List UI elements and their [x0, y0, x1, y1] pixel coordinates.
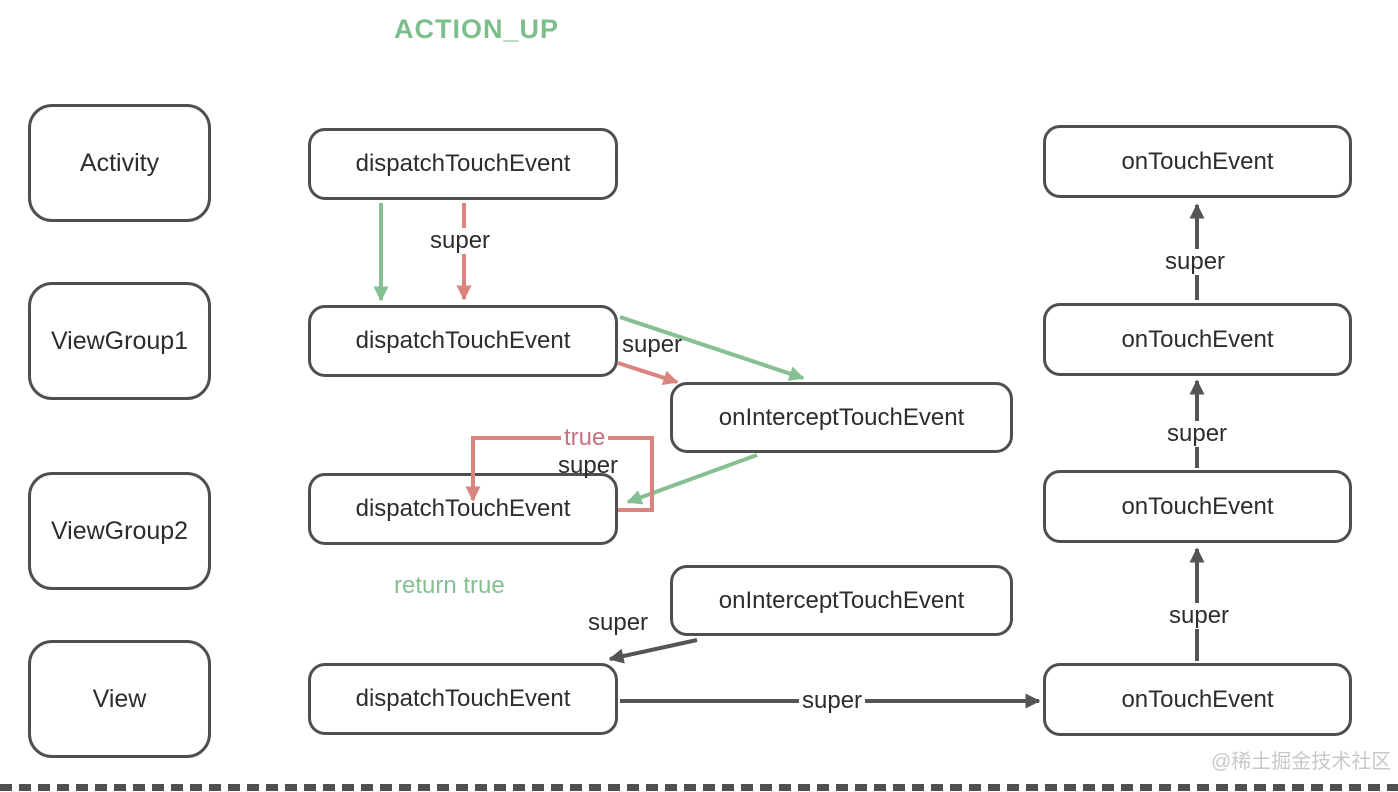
- node-dispatch-activity-label: dispatchTouchEvent: [355, 150, 571, 177]
- node-intercept-viewgroup2: onInterceptTouchEvent: [670, 565, 1013, 636]
- node-intercept-viewgroup2-label: onInterceptTouchEvent: [718, 586, 965, 614]
- edge-vg1-dispatch-to-intercept-super-arrow: [617, 361, 679, 386]
- node-dispatch-view: dispatchTouchEvent: [308, 663, 618, 735]
- node-ontouch-viewgroup1-label: onTouchEvent: [1121, 325, 1274, 353]
- node-dispatch-viewgroup2: dispatchTouchEvent: [308, 473, 618, 545]
- node-viewgroup1: ViewGroup1: [28, 282, 211, 400]
- edge-intercept2-to-view-dispatch-arrow: [608, 638, 698, 664]
- node-dispatch-viewgroup1: dispatchTouchEvent: [308, 305, 618, 377]
- node-ontouch-viewgroup2-label: onTouchEvent: [1121, 492, 1274, 520]
- node-view: View: [28, 640, 211, 758]
- node-ontouch-activity-label: onTouchEvent: [1121, 147, 1274, 175]
- edge-vg1-dispatch-to-intercept-green-arrow: [619, 315, 805, 381]
- node-intercept-viewgroup1-label: onInterceptTouchEvent: [718, 403, 965, 431]
- edge-label-super-top: super: [427, 228, 494, 254]
- node-ontouch-view: onTouchEvent: [1043, 663, 1352, 736]
- node-dispatch-viewgroup1-label: dispatchTouchEvent: [355, 327, 571, 354]
- edge-label-return-true: return true: [394, 572, 505, 599]
- node-viewgroup2-label: ViewGroup2: [50, 516, 189, 545]
- watermark-text: @稀土掘金技术社区: [1211, 751, 1392, 773]
- edge-label-super-intercept2: super: [588, 609, 649, 636]
- edge-label-super-right-3: super: [1166, 603, 1233, 629]
- bottom-dashed-divider: [0, 784, 1398, 791]
- edge-label-super-vg1: super: [622, 331, 683, 358]
- node-viewgroup1-label: ViewGroup1: [50, 326, 189, 355]
- node-ontouch-activity: onTouchEvent: [1043, 125, 1352, 198]
- node-dispatch-view-label: dispatchTouchEvent: [355, 685, 571, 712]
- edge-label-super-bottom: super: [799, 688, 866, 714]
- node-intercept-viewgroup1: onInterceptTouchEvent: [670, 382, 1013, 453]
- node-activity: Activity: [28, 104, 211, 222]
- node-ontouch-view-label: onTouchEvent: [1121, 685, 1274, 713]
- node-activity-label: Activity: [79, 148, 160, 177]
- node-view-label: View: [92, 684, 147, 713]
- node-dispatch-activity: dispatchTouchEvent: [308, 128, 618, 200]
- diagram-title: ACTION_UP: [394, 14, 560, 44]
- node-ontouch-viewgroup1: onTouchEvent: [1043, 303, 1352, 376]
- node-ontouch-viewgroup2: onTouchEvent: [1043, 470, 1352, 543]
- edge-label-super-right-2: super: [1164, 421, 1231, 447]
- node-viewgroup2: ViewGroup2: [28, 472, 211, 590]
- edge-label-true-loop: true: [561, 425, 609, 451]
- edge-intercept-to-vg2-dispatch-green-arrow: [626, 453, 758, 505]
- edge-label-super-right-1: super: [1162, 249, 1229, 275]
- edge-vg2-true-loop-arrow: [465, 436, 654, 512]
- edge-label-super-loop: super: [558, 452, 619, 479]
- node-dispatch-viewgroup2-label: dispatchTouchEvent: [355, 495, 571, 522]
